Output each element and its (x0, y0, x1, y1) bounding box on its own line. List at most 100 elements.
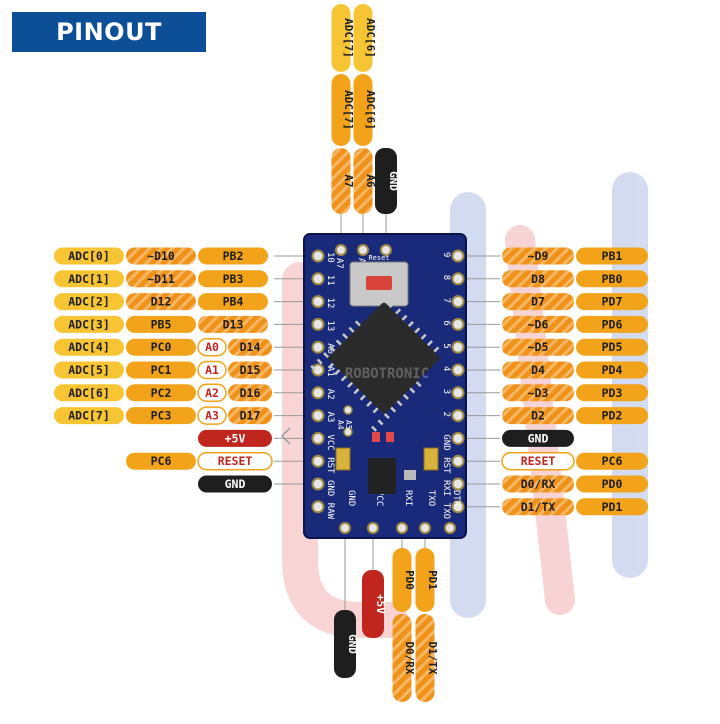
pin-label-pb1: PB1 (576, 247, 648, 265)
silkscreen-label: 9 (441, 252, 451, 257)
label-pill (576, 247, 648, 265)
pin-label-reset: RESET (501, 451, 575, 471)
label-text: ADC[3] (68, 317, 110, 331)
pin-label-d10: ~D10 (126, 247, 196, 265)
label-pill (126, 452, 196, 470)
pin-label-5v: +5V (362, 570, 387, 638)
label-pill (576, 407, 648, 425)
chip-pin (390, 406, 397, 413)
label-pill (331, 148, 351, 214)
label-text: PC6 (151, 454, 172, 468)
chip-pin (366, 400, 373, 407)
label-pill (198, 270, 268, 288)
pin-label-pd5: PD5 (576, 338, 648, 356)
label-pill (126, 384, 196, 402)
pin-label-pd6: PD6 (576, 315, 648, 333)
label-text: A0 (205, 340, 219, 354)
pin-label-pd3: PD3 (576, 384, 648, 402)
label-pill (353, 74, 373, 146)
label-text: PD5 (602, 340, 623, 354)
label-pill (54, 407, 124, 425)
chip-pin (401, 314, 408, 321)
capacitor (335, 447, 351, 471)
pin-label-gnd: GND (198, 475, 272, 493)
chip-pin (334, 369, 341, 376)
header-hole (451, 386, 465, 400)
label-text: PB5 (151, 317, 172, 331)
pin-label-pb0: PB0 (576, 270, 648, 288)
pin-label-pb2: PB2 (198, 247, 268, 265)
chip-pin (407, 321, 414, 328)
header-hole (311, 272, 325, 286)
label-text: ADC[6] (364, 90, 377, 130)
label-text: ADC[6] (68, 386, 110, 400)
label-text: D16 (240, 386, 261, 400)
label-text: ~D11 (147, 272, 175, 286)
label-pill (54, 361, 124, 379)
silkscreen-label: 12 (325, 298, 335, 309)
header-hole (380, 244, 392, 256)
silkscreen-label: RXI (441, 480, 451, 496)
pin-label-a2: A2 (197, 383, 227, 403)
pin-label-pd0: PD0 (392, 548, 416, 612)
label-pill (576, 452, 648, 470)
label-pill (501, 451, 575, 471)
pin-label-gnd: GND (375, 148, 400, 214)
label-text: A1 (205, 363, 219, 377)
header-hole (451, 409, 465, 423)
silkscreen-label: RXI (403, 490, 413, 506)
label-pill (54, 270, 124, 288)
chip-pin (342, 333, 349, 340)
pin-label-d14: D14 (228, 338, 272, 356)
pin-label-d1-tx: D1/TX (502, 498, 574, 516)
left-pin-row: GND (198, 475, 272, 493)
pin-label-adc-1: ADC[1] (54, 270, 124, 288)
pin-label-pd1: PD1 (576, 498, 648, 516)
chip-pin (396, 400, 403, 407)
label-pill (198, 475, 272, 493)
label-text: PC2 (151, 386, 172, 400)
label-text: ADC[5] (68, 363, 110, 377)
pin-label-adc-2: ADC[2] (54, 293, 124, 311)
label-pill (228, 384, 272, 402)
label-text: PC0 (151, 340, 172, 354)
header-hole (311, 295, 325, 309)
label-pill (197, 451, 273, 471)
pin-label-d6: ~D6 (502, 315, 574, 333)
label-pill (502, 247, 574, 265)
label-pill (576, 315, 648, 333)
label-text: PB4 (223, 295, 244, 309)
header-hole (451, 340, 465, 354)
pin-label-a1: A1 (197, 360, 227, 380)
label-pill (334, 610, 356, 678)
label-text: PD1 (602, 500, 623, 514)
header-hole (343, 405, 353, 415)
label-text: PD1 (426, 570, 439, 590)
label-pill (54, 338, 124, 356)
pin-label-d7: D7 (502, 293, 574, 311)
chip-pin (316, 358, 323, 365)
silkscreen-label: RAW (325, 503, 335, 520)
pin-label-d5: ~D5 (502, 338, 574, 356)
left-pin-row: ADC[3] PB5 D13 (54, 315, 268, 333)
chip-pin (310, 364, 317, 371)
label-pill (198, 293, 268, 311)
label-text: PD7 (602, 295, 623, 309)
pin-label-pc0: PC0 (126, 338, 196, 356)
header-hole (419, 522, 431, 534)
pin-label-d16: D16 (228, 384, 272, 402)
chip-pin (327, 362, 334, 369)
pin-label-d2: D2 (502, 407, 574, 425)
label-pill (54, 315, 124, 333)
label-text: ADC[7] (342, 90, 355, 130)
label-text: PD4 (602, 363, 623, 377)
pin-label-pd0: PD0 (576, 475, 648, 493)
voltage-regulator (368, 458, 396, 494)
pin-label-d13: D13 (198, 315, 268, 333)
pin-label-d1-tx: D1/TX (415, 614, 439, 702)
pin-label-gnd: GND (502, 429, 574, 447)
